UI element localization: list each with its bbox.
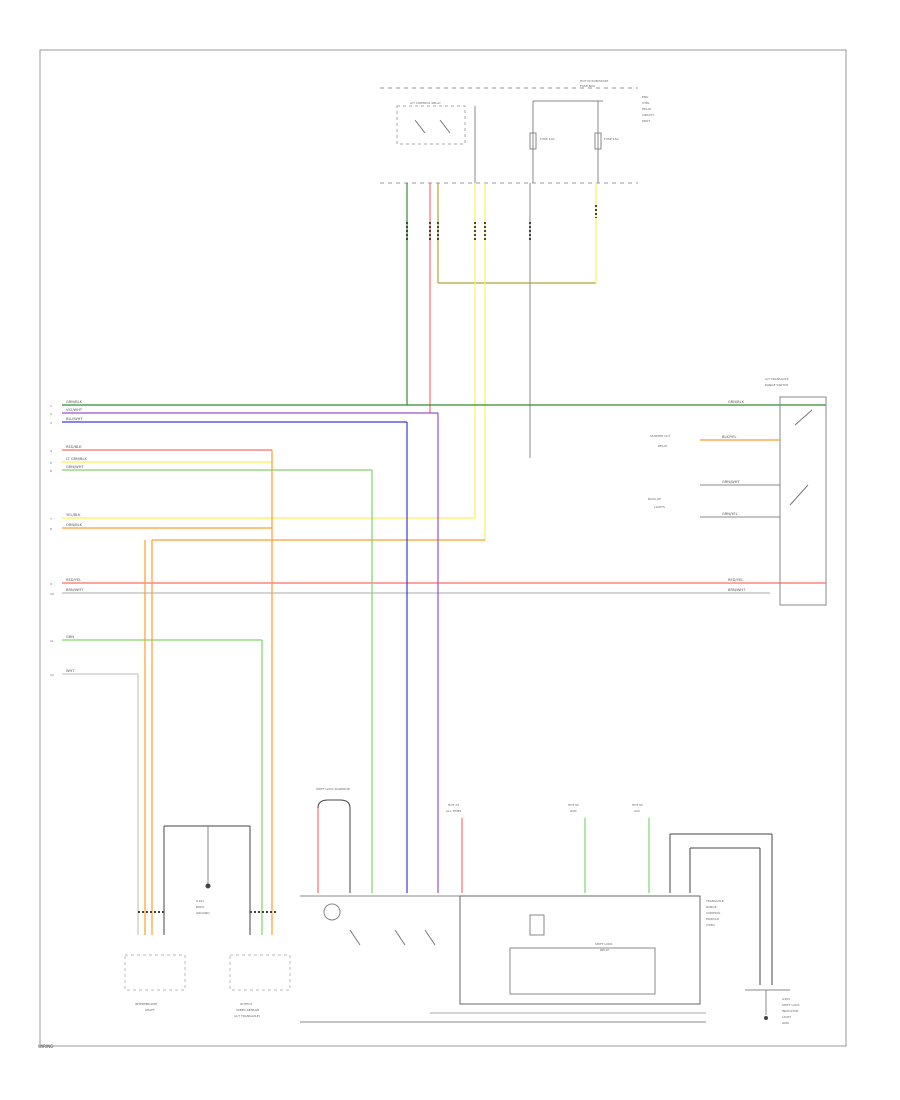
sensor-mid-1: OUTPUT [240, 1002, 252, 1006]
side-note-4: CIRCUIT [642, 113, 654, 117]
sensor-mid-3: (A/T TRANSAXLE) [234, 1014, 260, 1018]
hot3-2: ACC [634, 809, 640, 813]
pin-5: 5 [50, 461, 52, 465]
backup-wire-1: GRN/WHT [722, 480, 740, 484]
ground-mid-2: BODY [196, 905, 205, 909]
diagram-border [39, 49, 847, 1047]
module-label-2: RANGE [706, 905, 717, 909]
wire-label-1: GRN/BLK [66, 400, 83, 404]
starter-cut-label: STARTER CUT [650, 434, 670, 438]
wire-label-5: LT GRN/BLK [66, 457, 87, 461]
fuse-box-label: HOT IN RUN/START [580, 79, 608, 83]
bottom-components: INTERMEDIATE SHAFT OUTPUT SPEED SENSOR (… [124, 787, 801, 1025]
wire-label-4: RED/BLK [66, 445, 82, 449]
backup-label: BACK-UP [648, 497, 661, 501]
side-note-3: RELAY [642, 107, 652, 111]
horizontal-wires [62, 404, 826, 675]
sensor-left-2: SHAFT [145, 1008, 155, 1012]
module-label-4: MODULE [706, 917, 719, 921]
ground-mid: G101 [196, 899, 204, 903]
pin-10: 10 [50, 592, 54, 596]
pin-9: 9 [50, 582, 52, 586]
range-switch-block: A/T TRANSAXLE RANGE SWITCH GRN/BLK START… [648, 377, 827, 606]
side-note-2: CTRL [642, 101, 650, 105]
wire-label-12: WHT [66, 669, 75, 673]
right-gnd-4: LIGHT [782, 1015, 791, 1019]
ground-mid-3: GROUND [196, 911, 210, 915]
hot1-1: HOT AT [448, 803, 459, 807]
top-vertical-wires [406, 183, 597, 540]
right-gnd-5: GND [782, 1021, 790, 1025]
wire-label-8: ORN/BLK [66, 523, 83, 527]
range-switch-title-1: A/T TRANSAXLE [765, 377, 789, 381]
module-label-5: (TCM) [706, 923, 715, 927]
pin-6: 6 [50, 469, 52, 473]
range-wire-bot-2: BRN/WHT [728, 588, 746, 592]
pin-8: 8 [50, 527, 52, 531]
pin-3: 3 [50, 421, 52, 425]
right-gnd-1: G303 [782, 997, 790, 1001]
wire-label-9: RED/YEL [66, 578, 81, 582]
pin-11: 11 [50, 639, 54, 643]
diagram-footer: WIRING [38, 1044, 54, 1049]
pin-1: 1 [50, 404, 52, 408]
right-gnd-3: INDICATOR [782, 1009, 799, 1013]
side-note-5: PROT [642, 119, 650, 123]
right-gnd-2: SHIFT LOCK [782, 1003, 801, 1007]
wire-label-10: BRN/WHT [66, 588, 84, 592]
pin-4: 4 [50, 449, 52, 453]
starter-cut-wire: BLK/YEL [722, 435, 737, 439]
module-label-1: TRANSAXLE [705, 899, 724, 903]
pin-7: 7 [50, 517, 52, 521]
hot1-2: ALL TIMES [446, 809, 462, 813]
control-label-2: RELAY [600, 948, 610, 952]
wire-label-3: BLU/WHT [66, 417, 83, 421]
range-switch-title-2: RANGE SWITCH [765, 383, 788, 387]
fuse-a-label: FUSE 10A [540, 137, 555, 141]
pin-12: 12 [50, 673, 54, 677]
fuse-b-label: FUSE 15A [604, 137, 619, 141]
fuse-relay-block: HOT IN RUN/START FUSE BOX A/T CONTROL RE… [380, 79, 654, 184]
pin-2: 2 [50, 412, 52, 416]
range-wire-top: GRN/BLK [728, 400, 745, 404]
control-label-1: SHIFT LOCK [595, 942, 614, 946]
vertical-drops [137, 413, 439, 935]
range-wire-bot-1: RED/YEL [728, 578, 743, 582]
backup-sub: LIGHTS [654, 505, 665, 509]
left-wire-labels: 1 GRN/BLK 2 VIO/WHT 3 BLU/WHT 4 RED/BLK … [50, 400, 87, 677]
module-label-3: CONTROL [706, 911, 721, 915]
side-note-1: ENG [642, 95, 649, 99]
fuse-note-label: FUSE BOX [580, 84, 595, 88]
starter-cut-sub: RELAY [658, 444, 668, 448]
backup-wire-2: GRN/YEL [722, 512, 738, 516]
wire-label-11: GRN [66, 635, 74, 639]
wire-label-7: YEL/BLK [66, 513, 81, 517]
wire-label-6: GRN/WHT [66, 465, 84, 469]
wire-label-2: VIO/WHT [66, 408, 83, 412]
hot2-2: RUN [570, 809, 577, 813]
sensor-left-1: INTERMEDIATE [135, 1002, 157, 1006]
relay-label: A/T CONTROL RELAY [410, 101, 441, 105]
solenoid-label: SHIFT LOCK SOLENOID [316, 787, 351, 791]
hot3-1: HOT IN [632, 803, 643, 807]
hot2-1: HOT IN [568, 803, 579, 807]
sensor-mid-2: SPEED SENSOR [236, 1008, 259, 1012]
